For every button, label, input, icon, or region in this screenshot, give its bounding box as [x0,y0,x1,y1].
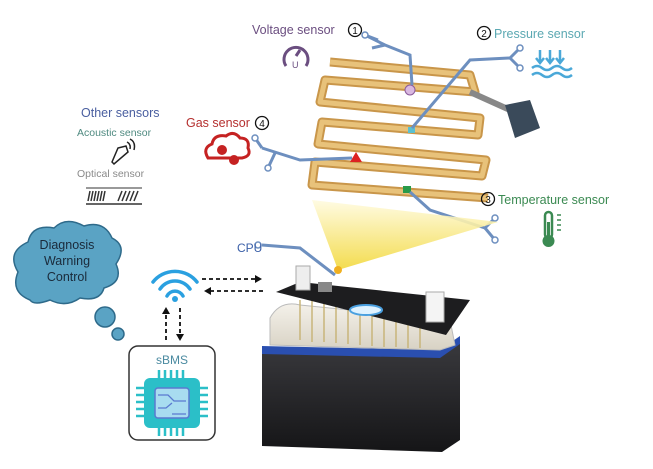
gas-sensor-label: Gas sensor [186,116,250,130]
voltage-sensor-label: Voltage sensor [252,23,335,37]
thermometer-icon [542,210,561,247]
cpu-label: CPU [237,241,262,255]
temperature-sensor-marker [403,186,411,193]
battery-cell [262,265,470,452]
acoustic-probe-icon [111,138,136,166]
cloud-line-diagnosis: Diagnosis [40,238,95,252]
optical-sensor-label: Optical sensor [77,168,145,180]
flex-connector-icon [505,100,540,138]
gas-sensor-number: 4 [259,119,265,130]
cloud-line-warning: Warning [44,254,90,268]
temperature-sensor-label: Temperature sensor [498,193,609,207]
optical-fiber-icon [86,187,142,205]
pressure-sensor-marker [408,127,415,133]
chip-icon [136,370,208,436]
cloud-line-control: Control [47,270,87,284]
voltage-sensor-number: 1 [352,26,358,37]
gas-sensor-marker [350,152,362,162]
svg-text:U: U [292,60,299,70]
pressure-sensor-number: 2 [481,29,487,40]
gas-cloud-icon [204,131,251,165]
data-link-arrows [165,278,265,340]
pressure-sensor-label: Pressure sensor [494,27,585,41]
temperature-sensor-number: 3 [485,195,491,206]
cpu-node [334,266,342,274]
voltage-sensor-marker [404,84,416,96]
acoustic-sensor-label: Acoustic sensor [77,127,152,139]
other-sensors-title: Other sensors [81,106,160,120]
serpentine-sensor-strip [307,57,491,203]
sbms-label: sBMS [156,353,188,367]
pressure-waves-icon [531,50,573,79]
voltage-gauge-icon: U [282,45,310,70]
thought-cloud [13,220,125,341]
projection-beam [312,200,498,270]
wifi-icon [151,269,199,302]
